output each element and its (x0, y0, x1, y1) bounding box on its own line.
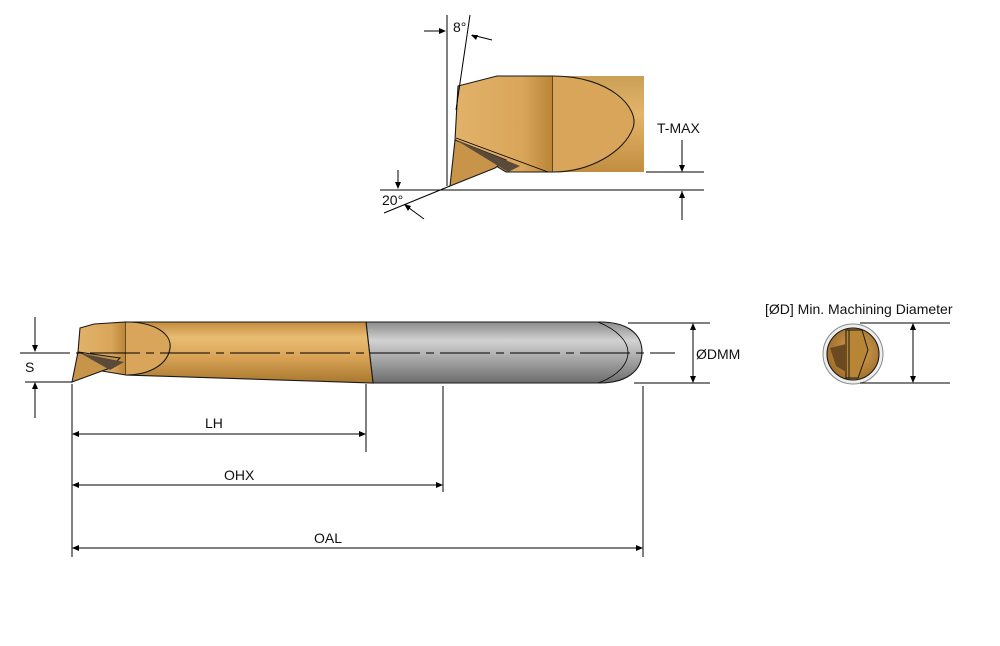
gold-head-curve (125, 321, 171, 376)
top-head-curve (552, 75, 635, 173)
tmax-label: T-MAX (657, 120, 700, 136)
main-side-view: S ØDMM LH OHX OAL (20, 317, 740, 557)
min-diameter-label: [ØD] Min. Machining Diameter (765, 301, 953, 317)
dmm-label: ØDMM (696, 346, 740, 362)
angle-8-line (455, 14, 471, 111)
end-view: [ØD] Min. Machining Diameter (765, 301, 953, 385)
steel-shank-end (597, 321, 629, 384)
oal-label: OAL (314, 530, 342, 546)
cutting-edge-dark (80, 353, 124, 370)
ohx-label: OHX (224, 467, 255, 483)
lh-label: LH (205, 415, 223, 431)
angle-8-label: 8° (453, 19, 466, 35)
top-cutting-tip (449, 139, 508, 187)
angle-20-line (383, 185, 451, 214)
angle-20-label: 20° (382, 192, 403, 208)
top-cutting-edge (456, 140, 520, 172)
end-view-shadow (830, 344, 846, 372)
top-edge-line (455, 137, 549, 173)
s-label: S (25, 359, 34, 375)
top-detail-view: 8° 20° T-MAX (380, 14, 704, 220)
